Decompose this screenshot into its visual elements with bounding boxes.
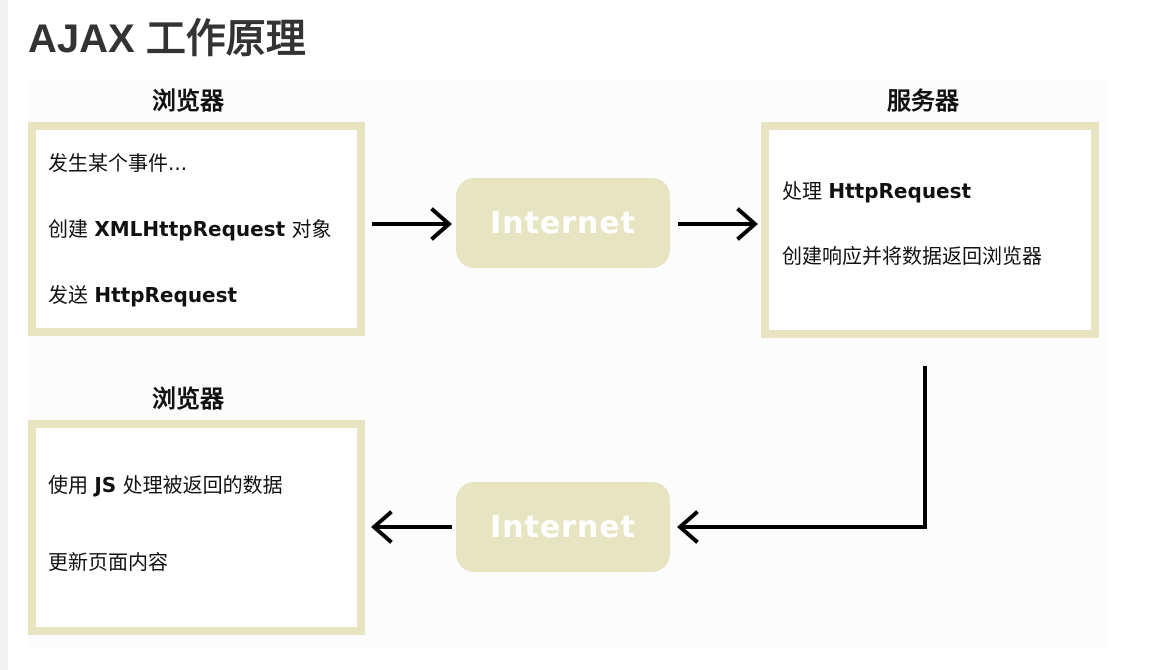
browser-top-box: 发生某个事件... 创建 XMLHttpRequest 对象 发送 HttpRe… [28,122,365,336]
browser-bottom-line-1: 使用 JS 处理被返回的数据 [48,472,283,498]
browser-top-line-3-bold: HttpRequest [94,283,238,307]
browser-bottom-line-1-prefix: 使用 [48,473,95,497]
browser-top-line-3: 发送 HttpRequest [48,282,237,308]
page-title: AJAX 工作原理 [28,17,306,61]
internet-node-bottom-label: Internet [489,509,637,545]
browser-top-line-2-prefix: 创建 [48,217,95,241]
browser-bottom-line-1-bold: JS [94,473,117,497]
server-line-1-prefix: 处理 [782,179,829,203]
internet-node-bottom: Internet [456,482,670,572]
arrow-internet-to-browser [370,510,452,544]
arrow-internet-to-server [678,207,759,241]
browser-bottom-line-1-suffix: 处理被返回的数据 [116,473,283,497]
internet-node-top-label: Internet [489,205,637,241]
arrow-browser-to-internet [372,207,453,241]
arrow-server-to-internet [676,366,927,544]
browser-bottom-heading: 浏览器 [152,385,224,413]
browser-top-line-2: 创建 XMLHttpRequest 对象 [48,216,332,242]
server-line-1: 处理 HttpRequest [782,178,971,204]
server-box: 处理 HttpRequest 创建响应并将数据返回浏览器 [761,122,1099,338]
browser-top-line-2-bold: XMLHttpRequest [94,217,286,241]
left-margin-strip [0,0,8,670]
browser-top-line-1: 发生某个事件... [48,151,188,175]
server-heading: 服务器 [887,87,959,115]
browser-top-heading: 浏览器 [152,87,224,115]
browser-bottom-box: 使用 JS 处理被返回的数据 更新页面内容 [28,420,365,635]
browser-top-line-2-suffix: 对象 [285,217,332,241]
browser-bottom-line-2: 更新页面内容 [48,550,168,574]
server-line-1-bold: HttpRequest [828,179,972,203]
server-line-2: 创建响应并将数据返回浏览器 [782,244,1042,268]
browser-top-line-3-prefix: 发送 [48,283,95,307]
internet-node-top: Internet [456,178,670,268]
